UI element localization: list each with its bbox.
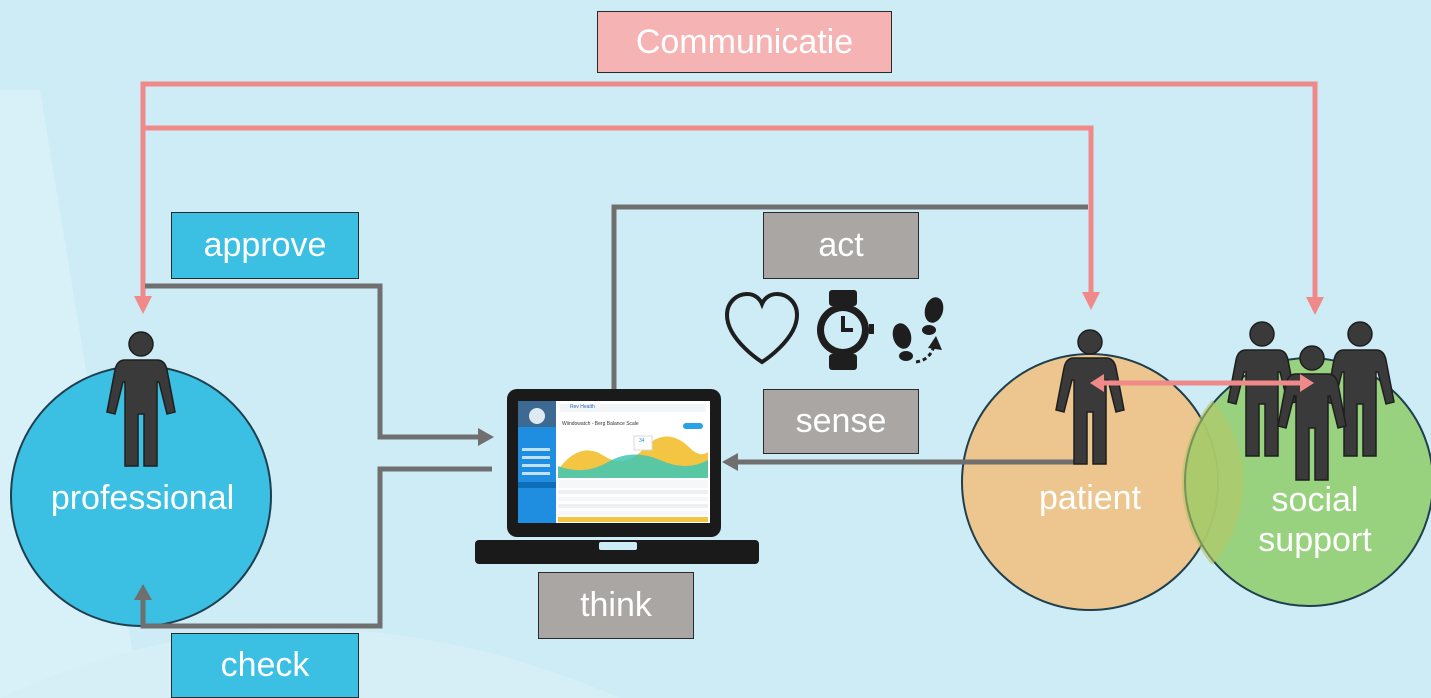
flow-lines <box>140 204 1088 629</box>
patient-label: patient <box>1038 479 1142 517</box>
flow-arrowheads <box>134 428 738 600</box>
circle-overlap <box>1181 400 1244 565</box>
professional-label: professional <box>50 479 235 517</box>
social-interaction-arrow <box>1090 374 1314 392</box>
screen-page-title: Wiindowatch - Berg Balance Scale <box>562 421 639 427</box>
communication-arrowheads <box>134 292 1324 315</box>
sense-label: sense <box>763 389 919 454</box>
approve-label: approve <box>171 212 359 279</box>
check-label: check <box>171 633 359 698</box>
screen-app-title: Rev Health <box>570 404 595 410</box>
think-label: think <box>538 572 694 639</box>
watch-icon <box>817 290 874 370</box>
screen-score: 34 <box>639 438 645 444</box>
heart-icon <box>724 291 800 365</box>
social-label-line1: social <box>1271 481 1359 519</box>
laptop-icon <box>475 389 759 564</box>
act-label: act <box>763 212 919 279</box>
footsteps-icon <box>892 297 944 364</box>
communication-label: Communicatie <box>597 11 892 73</box>
social-label-line2: support <box>1258 521 1372 559</box>
communication-lines <box>140 81 1318 310</box>
social-support-label: social support <box>1240 480 1390 560</box>
